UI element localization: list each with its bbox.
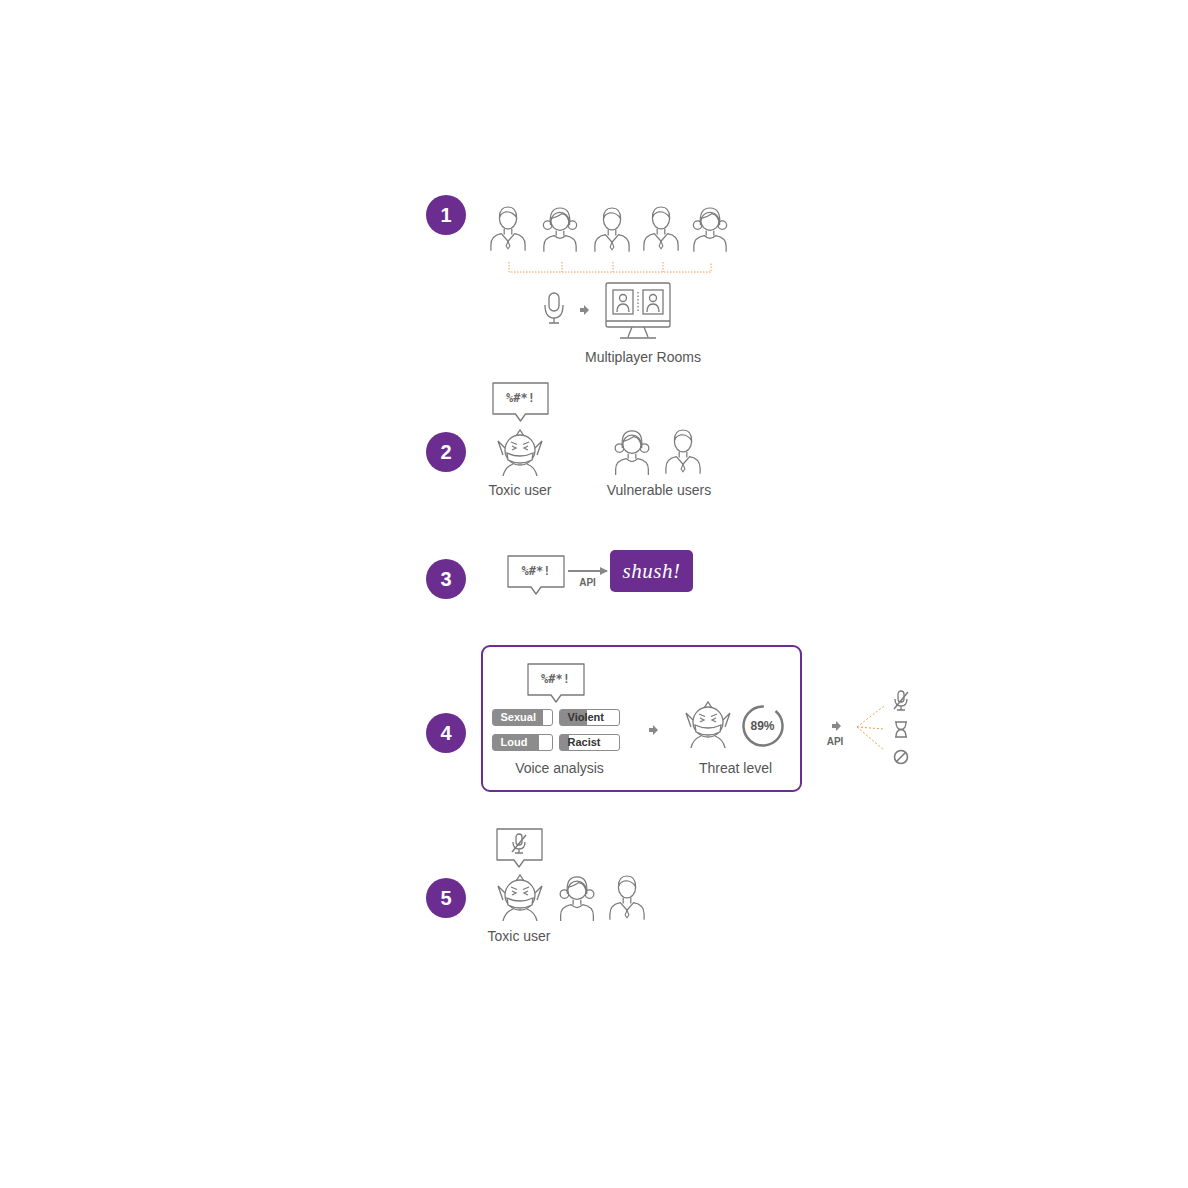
- ban-icon: [895, 751, 908, 764]
- small-arrow: [832, 721, 841, 731]
- caption-label: Multiplayer Rooms: [585, 349, 701, 365]
- bubble-text: %#*!: [507, 555, 565, 587]
- category-bar: Racist: [559, 734, 620, 751]
- callout-number: 2: [426, 432, 466, 472]
- bubble-shape: [493, 383, 548, 421]
- connector-arrow: [568, 570, 607, 572]
- callout-number: 5: [426, 878, 466, 918]
- speech-bubble: %#*!: [527, 663, 585, 703]
- callout-number: 4: [426, 713, 466, 753]
- mute-icon: [894, 691, 908, 710]
- caption-label: API: [827, 736, 844, 747]
- vulnerable-user-figure: [666, 430, 700, 474]
- user-figure: [610, 876, 644, 920]
- muted-bubble: [497, 829, 542, 867]
- analysis-panel: Voice analysis Threat level %#*! Sexual Viol…: [481, 645, 802, 792]
- user-figure: [560, 877, 594, 921]
- panel-caption: Threat level: [699, 760, 772, 776]
- toxic-user-figure: [498, 875, 542, 921]
- toxic-user-figure: [498, 430, 542, 476]
- panel-caption: Voice analysis: [515, 760, 604, 776]
- brand-text: shush!: [623, 559, 681, 584]
- curse-text: %#*!: [541, 672, 570, 686]
- vulnerable-user-figure: [615, 431, 649, 475]
- small-arrow: [649, 725, 658, 735]
- shush-box: shush!: [610, 550, 693, 592]
- category-label: Racist: [568, 735, 601, 749]
- gauge-arc: [741, 704, 785, 748]
- threat-gauge: 89%: [741, 704, 785, 748]
- category-bar: Violent: [559, 709, 620, 726]
- curse-text: %#*!: [522, 564, 551, 578]
- microphone: [545, 293, 563, 323]
- bubble-text: %#*!: [527, 663, 585, 695]
- action-lines: [857, 706, 884, 750]
- curse-text: %#*!: [506, 391, 535, 405]
- timeout-icon: [895, 722, 907, 737]
- category-label: Sexual: [501, 710, 536, 724]
- players: [491, 207, 727, 252]
- bubble-shape: [528, 664, 584, 702]
- caption-label: Toxic user: [488, 482, 551, 498]
- callout-number: 1: [426, 195, 466, 235]
- bubble-shape: [508, 556, 564, 594]
- toxic-user-figure: [686, 702, 730, 748]
- caption-label: Vulnerable users: [607, 482, 712, 498]
- category-bar: Sexual: [492, 709, 553, 726]
- threat-percent: 89%: [750, 719, 774, 733]
- category-label: Violent: [568, 710, 604, 724]
- category-bar: Loud: [492, 734, 553, 751]
- player-bracket: [509, 262, 711, 272]
- callout-number: 3: [426, 559, 466, 599]
- small-arrow: [580, 305, 589, 315]
- speech-bubble: %#*!: [492, 382, 549, 422]
- monitor: [606, 283, 670, 338]
- speech-bubble: %#*!: [507, 555, 565, 595]
- bubble-text: %#*!: [492, 382, 549, 414]
- caption-label: Toxic user: [487, 928, 550, 944]
- category-label: Loud: [501, 735, 528, 749]
- edge-label: API: [579, 577, 596, 588]
